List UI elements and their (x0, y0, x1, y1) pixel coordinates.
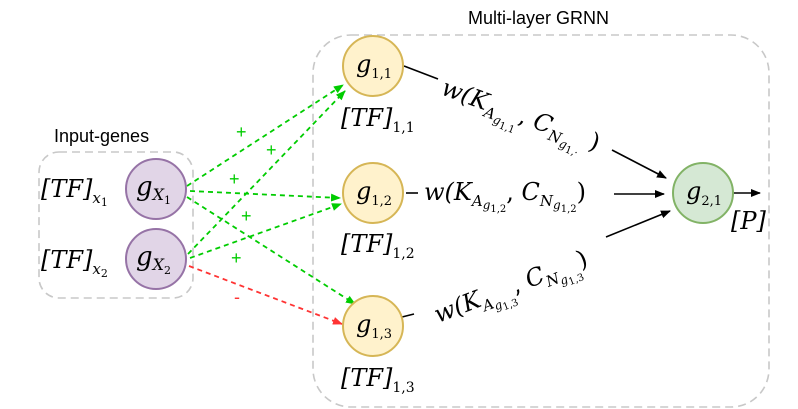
svg-text:g1,3: g1,3 (356, 310, 392, 342)
edge-x1-g12 (189, 190, 341, 202)
sign-x1-g13: + (241, 206, 252, 226)
edge-g12-g21 (406, 190, 665, 198)
sign-x2-g13: - (234, 287, 240, 307)
node-g13: g1,3 (342, 295, 404, 357)
weight-label-1: w(KAg1,1, CNg1,· ) (435, 73, 604, 165)
svg-text:gX1: gX1 (136, 172, 171, 207)
edge-x1-g11 (186, 84, 344, 187)
tf-label-g13: [TF]1,3 (341, 364, 415, 396)
grnn-title: Multi-layer GRNN (468, 8, 609, 28)
edge-x1-g13 (186, 196, 356, 305)
svg-text:g2,1: g2,1 (686, 177, 722, 209)
node-input-x1: gX1 (125, 158, 187, 220)
edge-g11-g21 (403, 65, 667, 179)
weight-label-2: w(KAg1,2, CNg1,2) (424, 178, 586, 215)
tf-label-g11: [TF]1,1 (341, 104, 415, 136)
tf-label-x2: [TF]x2 (41, 246, 108, 280)
edge-x2-g12 (189, 203, 342, 259)
input-genes-label: Input-genes (54, 126, 149, 146)
edge-x2-g13 (188, 265, 343, 325)
svg-text:gX2: gX2 (136, 242, 171, 277)
sign-x2-g12: + (231, 248, 242, 268)
grnn-layer-box (312, 34, 770, 408)
node-g12: g1,2 (342, 162, 404, 224)
node-g21: g2,1 (672, 162, 734, 224)
edge-x2-g11 (187, 90, 346, 255)
node-input-x2: gX2 (125, 228, 187, 290)
weight-label-3: w(KAg1,3, CNg1,3) (430, 244, 595, 337)
svg-text:g1,1: g1,1 (356, 50, 392, 82)
svg-text:g1,2: g1,2 (356, 177, 392, 209)
tf-label-x1: [TF]x1 (41, 175, 108, 209)
input-genes-box (38, 151, 194, 299)
sign-x1-g11: + (236, 122, 247, 142)
output-label-p: [P] (731, 207, 767, 235)
sign-x2-g11: + (266, 140, 277, 160)
tf-label-g12: [TF]1,2 (341, 230, 415, 262)
node-g11: g1,1 (342, 35, 404, 97)
sign-x1-g12: + (229, 169, 240, 189)
